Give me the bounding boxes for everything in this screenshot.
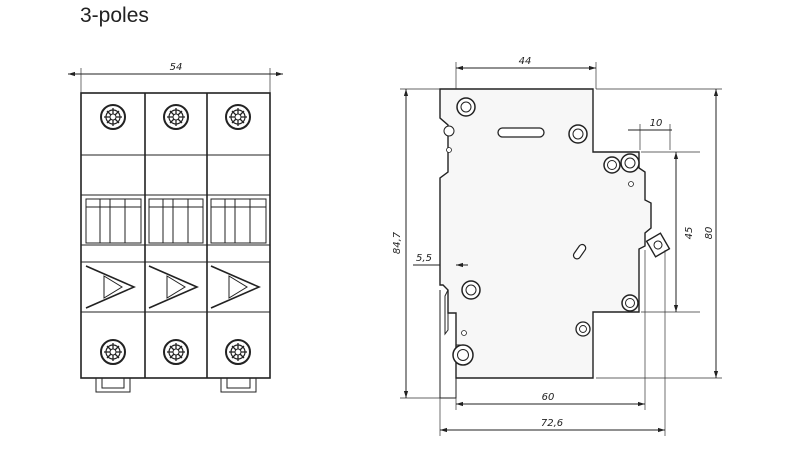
handle-zone-1 — [85, 198, 142, 244]
side-view: 44 10 45 80 84,7 — [392, 56, 722, 436]
dimension-side-height: 80 — [596, 88, 722, 379]
indicator-triangle-3 — [210, 265, 261, 309]
dim-label-side-offset: 10 — [650, 118, 663, 129]
side-toggle — [645, 232, 671, 258]
page-title: 3-poles — [80, 4, 149, 27]
din-clip-right — [220, 378, 257, 393]
din-clip-left — [95, 378, 131, 393]
dim-label-total-depth: 72,6 — [541, 418, 563, 429]
dimension-side-top-width: 44 — [455, 56, 597, 89]
dimension-total-height: 84,7 — [392, 88, 440, 399]
front-view: 54 — [68, 62, 283, 393]
dim-label-total-height: 84,7 — [392, 231, 403, 254]
dimension-side-offset: 10 — [628, 118, 672, 150]
dim-label-side-height: 80 — [704, 227, 715, 240]
dim-label-rail-offset: 5,5 — [416, 253, 432, 264]
dim-label-front-width: 54 — [170, 62, 183, 73]
side-body — [439, 88, 652, 379]
dimension-front-width: 54 — [68, 62, 283, 93]
handle-zone-3 — [210, 198, 267, 244]
terminal-screw-icon — [225, 339, 251, 365]
dimension-base-width: 60 — [455, 250, 646, 410]
indicator-triangle-2 — [148, 265, 199, 309]
terminal-screw-icon — [100, 339, 126, 365]
handle-zone-2 — [148, 198, 204, 244]
dimension-side-inner-height: 45 — [641, 151, 700, 313]
dim-label-side-inner-height: 45 — [684, 227, 695, 240]
terminal-screw-icon — [163, 339, 189, 365]
dim-label-base-width: 60 — [542, 392, 555, 403]
terminal-screw-icon — [225, 104, 251, 130]
breaker-body — [80, 92, 271, 379]
dimension-total-depth: 72,6 — [439, 250, 666, 436]
dimension-rail-offset: 5,5 — [413, 253, 468, 268]
dim-label-side-top-width: 44 — [519, 56, 532, 67]
terminal-screw-icon — [163, 104, 189, 130]
indicator-triangle-1 — [85, 265, 136, 309]
terminal-screw-icon — [100, 104, 126, 130]
